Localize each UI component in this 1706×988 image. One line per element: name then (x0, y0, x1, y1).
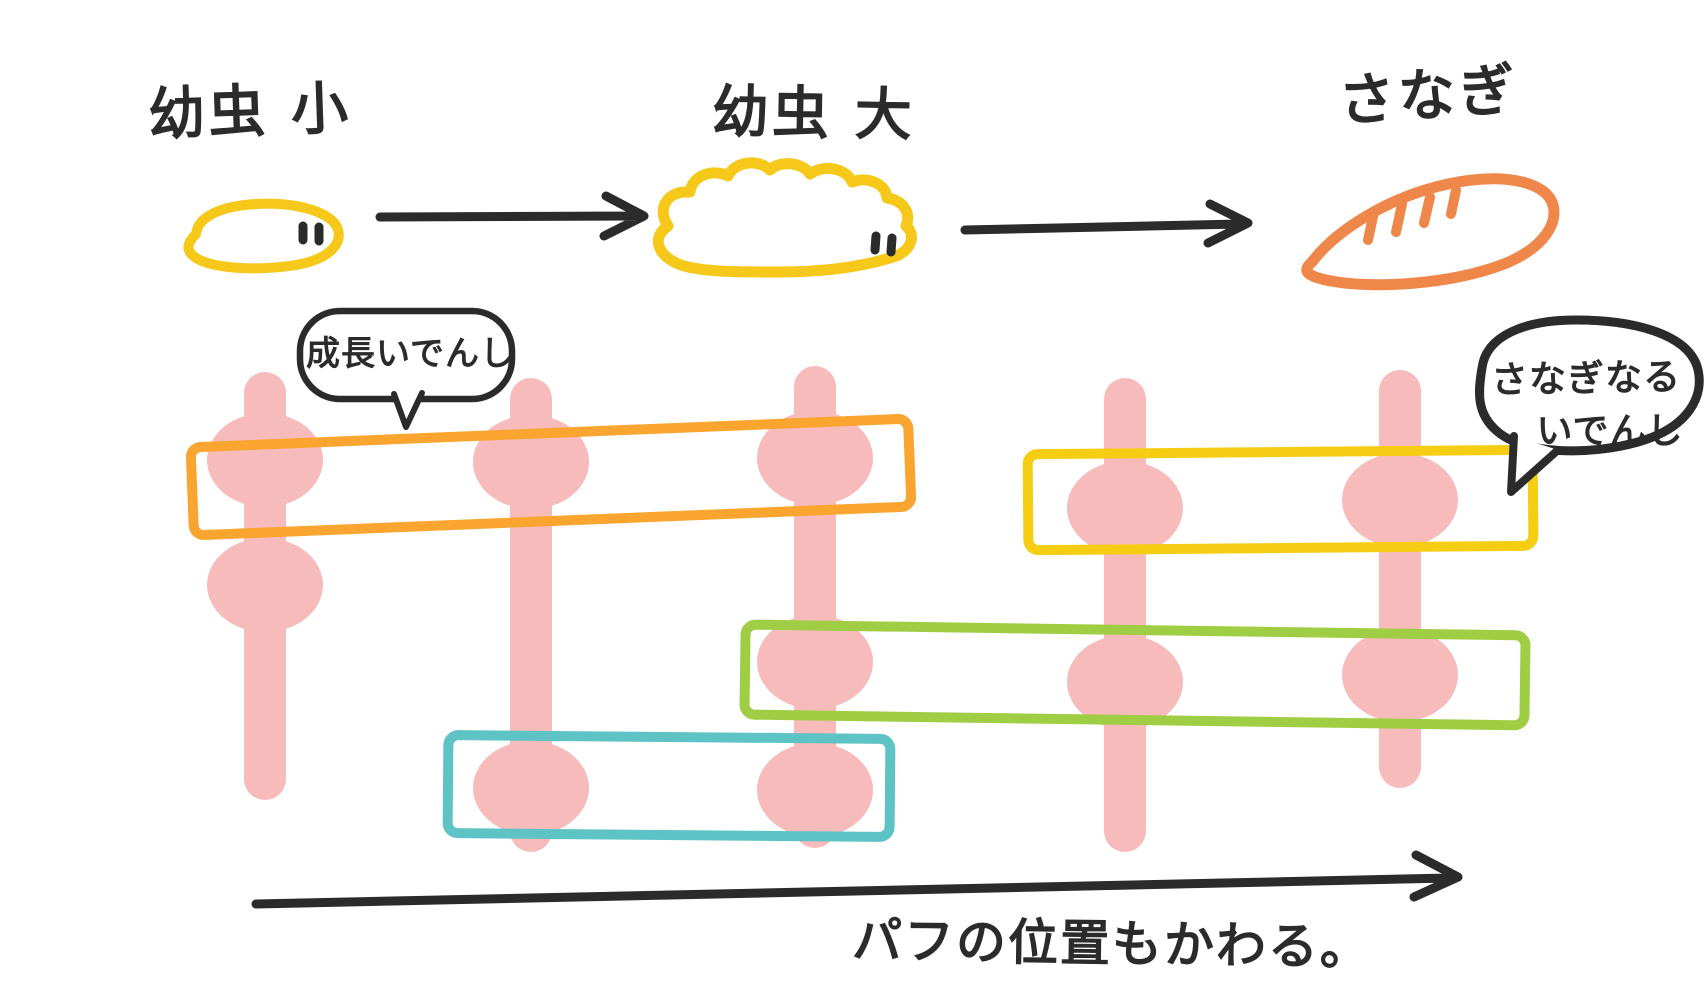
arrow-shaft (251, 850, 1463, 909)
stage-label-pupa: さなぎ (1336, 56, 1521, 136)
pupa-bubble-outline (1474, 315, 1704, 496)
stage-label-large-larva: 幼虫 大 (711, 79, 916, 149)
timeline-arrow-icon (251, 850, 1463, 909)
chromosome-puff (757, 411, 873, 505)
chromosome-puff (1067, 635, 1183, 729)
growth-gene-box (185, 414, 917, 540)
chromosome-puff (1342, 628, 1458, 722)
chromosome-puff (1342, 453, 1458, 547)
chromosome-puff (1067, 461, 1183, 555)
growth-bubble-label: 成長いでんし (306, 334, 515, 374)
chromosome (1342, 370, 1458, 788)
arrow-shaft (960, 199, 1253, 248)
timeline-caption: パフの位置もかわる。 (851, 911, 1373, 977)
pupa-gene-box (1022, 444, 1539, 556)
chromosome-puff (757, 615, 873, 709)
arrow-shaft (375, 191, 649, 241)
pupa-bubble-tail (1507, 432, 1562, 496)
pupa-bubble-label-line1: さなぎなる (1490, 355, 1682, 402)
large-larva-outline (652, 157, 917, 278)
stage-label-small-larva: 幼虫 小 (147, 75, 353, 149)
chromosome-puff (473, 741, 589, 835)
growth-bubble-tail (391, 390, 425, 430)
chromosomes-layer (207, 366, 1458, 852)
mid-gene-box (739, 619, 1531, 731)
small-larva-drawing (183, 198, 344, 274)
small-larva-outline (183, 198, 344, 274)
pupa-drawing (1301, 173, 1560, 291)
pupa-bubble-label-line2: いでんし (1536, 411, 1684, 452)
pupa-outline (1301, 173, 1560, 291)
large-larva-eyes-icon (870, 231, 897, 257)
growth-bubble-outline (296, 307, 516, 430)
chromosome (757, 366, 873, 848)
early-gene-box (442, 730, 896, 842)
pupa-segment-lines (1363, 185, 1461, 245)
large-larva-drawing (652, 157, 917, 278)
chromosome-puff (207, 413, 323, 507)
chromosome (1067, 378, 1183, 852)
pupa-bubble-shape (1474, 315, 1704, 456)
chromosome (473, 378, 589, 852)
arrow-small-to-large-icon (375, 191, 649, 241)
small-larva-eyes-icon (298, 221, 324, 246)
chromosome-puff (207, 538, 323, 632)
chromosome-puff (757, 743, 873, 837)
chromosome (207, 372, 323, 800)
gene-boxes-layer (185, 414, 1539, 842)
arrow-large-to-pupa-icon (960, 199, 1253, 248)
